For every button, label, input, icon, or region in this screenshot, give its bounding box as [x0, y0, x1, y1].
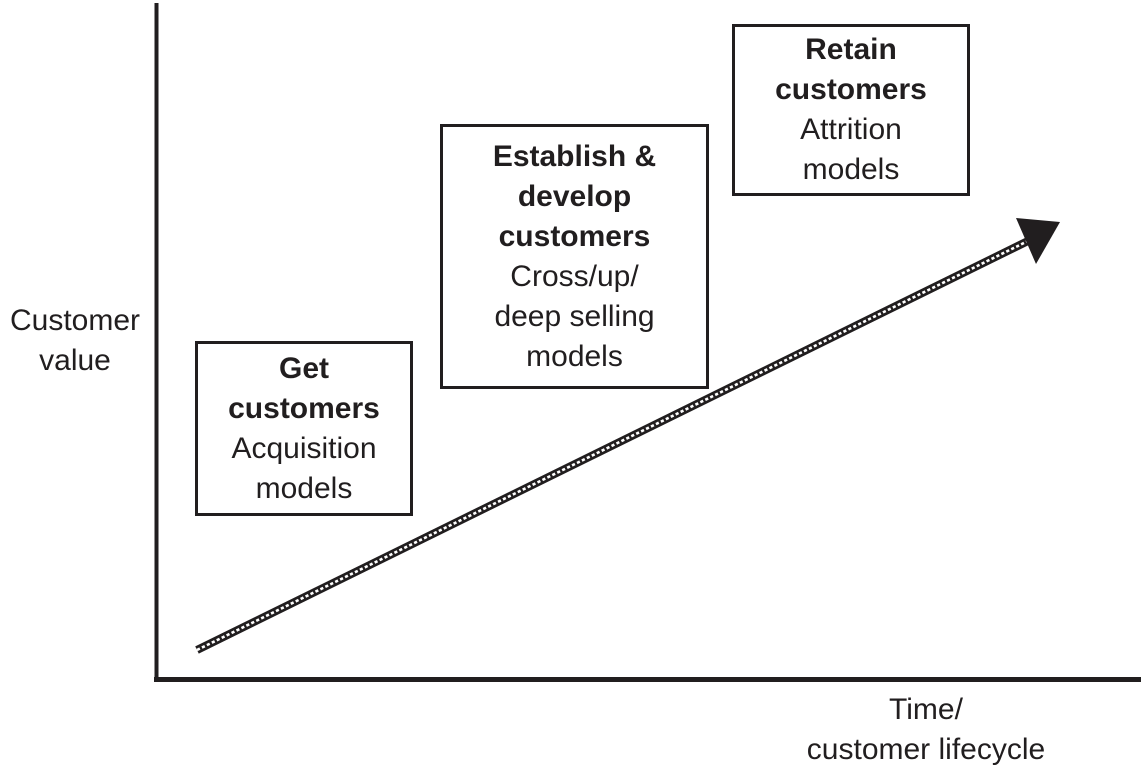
box-subtitle: Attrition models	[800, 113, 902, 186]
box-title: Establish & develop customers	[492, 139, 657, 253]
box-subtitle: Cross/up/ deep selling models	[494, 259, 655, 373]
box-subtitle: Acquisition models	[231, 431, 377, 505]
trend-arrow-shaft-dashes	[196, 238, 1031, 652]
stage-box-retain-customers: Retain customers Attrition models	[732, 24, 970, 196]
trend-arrowhead-icon	[1016, 218, 1060, 264]
box-title: Get customers	[228, 351, 380, 425]
y-axis-label: Customer value	[9, 304, 141, 377]
x-axis-label: Time/ customer lifecycle	[806, 693, 1046, 766]
stage-box-get-customers: Get customers Acquisition models	[195, 341, 413, 516]
box-title: Retain customers	[775, 33, 927, 106]
stage-box-establish-develop-customers: Establish & develop customers Cross/up/ …	[440, 124, 709, 389]
